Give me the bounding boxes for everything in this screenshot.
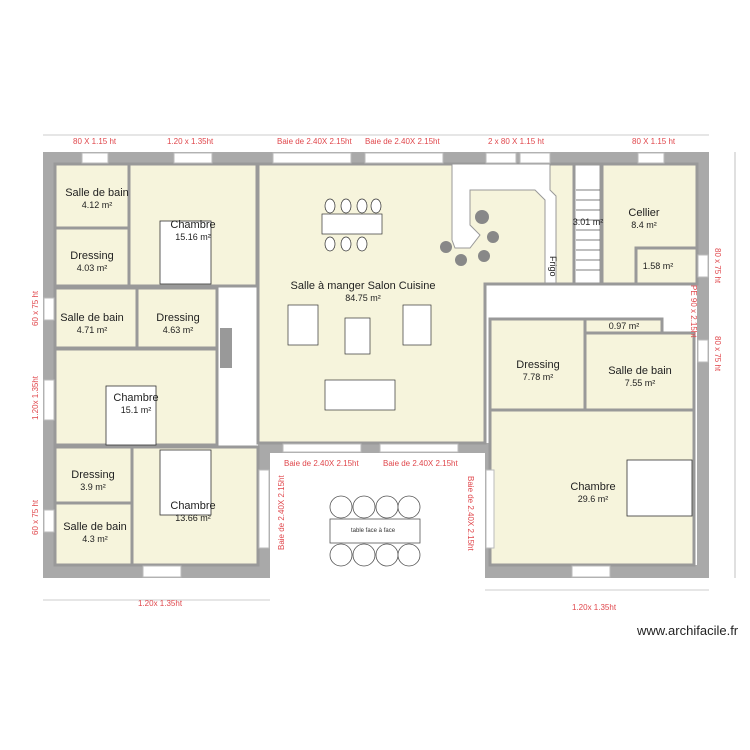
room-stair: 3.01 m²	[573, 216, 604, 228]
opening-label: Baie de 2.40X 2.15ht	[277, 137, 352, 146]
room-area: 4.12 m²	[81, 200, 113, 210]
room-area: 4.63 m²	[162, 325, 194, 335]
opening-label: 1.20x 1.35ht	[31, 375, 40, 420]
staircase	[576, 189, 600, 271]
dimension-lines	[43, 134, 736, 601]
room-area: 13.66 m²	[175, 513, 211, 523]
opening-label: Baie de 2.40X 2.15ht	[284, 459, 359, 468]
bar-stools	[440, 210, 499, 266]
room-area: 7.55 m²	[624, 378, 656, 388]
room-area: 4.71 m²	[76, 325, 108, 335]
room-area: 29.6 m²	[577, 494, 609, 504]
room-name: Chambre	[570, 481, 616, 493]
room-name: Chambre	[113, 392, 159, 404]
opening-label: 80 X 1.15 ht	[632, 137, 676, 146]
room-name: Salle de bain	[608, 365, 672, 377]
opening-label: 2 x 80 X 1.15 ht	[488, 137, 545, 146]
opening-label: 80 x 75 ht	[713, 248, 722, 284]
room-area: 0.97 m²	[608, 321, 640, 331]
beds	[105, 220, 693, 517]
windows	[43, 152, 709, 578]
opening-label: 60 x 75 ht	[31, 290, 40, 326]
room-name: Chambre	[170, 219, 216, 231]
opening-label: Baie de 2.40X 2.15ht	[383, 459, 458, 468]
room-area: 4.3 m²	[82, 534, 108, 544]
terrace-table	[329, 495, 421, 567]
kitchen-counter	[451, 163, 557, 284]
room-name: Dressing	[156, 312, 200, 324]
opening-label: Baie de 2.40X 2.15ht	[466, 476, 475, 551]
terrace-table-label: table face à face	[351, 528, 396, 534]
room-name: Salle de bain	[65, 187, 129, 199]
living-sofas	[287, 304, 432, 411]
opening-label: Baie de 2.40X 2.15ht	[365, 137, 440, 146]
opening-label: Baie de 2.40X 2.15ht	[277, 475, 286, 550]
opening-label: 1.20x 1.35ht	[572, 603, 617, 612]
room-area: 1.58 m²	[642, 261, 674, 271]
room-name: Cellier	[628, 207, 660, 219]
room-area: 15.16 m²	[175, 232, 211, 242]
opening-label: 1.20 x 1.35ht	[167, 137, 214, 146]
opening-label: 80 x 75 ht	[713, 336, 722, 372]
room-area: 3.01 m²	[572, 217, 604, 227]
room-area: 8.4 m²	[631, 220, 657, 230]
opening-label: 80 X 1.15 ht	[73, 137, 117, 146]
watermark: www.archifacile.fr	[637, 623, 739, 638]
room-area: 15.1 m²	[120, 405, 152, 415]
room-name: Salle à manger Salon Cuisine	[290, 280, 436, 292]
room-area: 3.9 m²	[80, 482, 106, 492]
room-area: 84.75 m²	[345, 293, 381, 303]
room-area: 4.03 m²	[76, 263, 108, 273]
opening-label: 1.20x 1.35ht	[138, 599, 183, 608]
fireplace	[220, 328, 232, 368]
room-name: Dressing	[516, 359, 560, 371]
room-name: Chambre	[170, 500, 216, 512]
opening-label: PE 90 x 2.15ht	[689, 285, 698, 338]
room-name: Salle de bain	[63, 521, 127, 533]
opening-label: 60 x 75 ht	[31, 499, 40, 535]
dining-table	[321, 198, 383, 252]
room-name: Dressing	[70, 250, 114, 262]
room-wc-2: 0.97 m²	[609, 320, 640, 332]
room-area: 7.78 m²	[522, 372, 554, 382]
room-name: Dressing	[71, 469, 115, 481]
fridge-label: Frigo	[548, 256, 558, 277]
room-name: Salle de bain	[60, 312, 124, 324]
room-wc-1: 1.58 m²	[643, 260, 674, 272]
